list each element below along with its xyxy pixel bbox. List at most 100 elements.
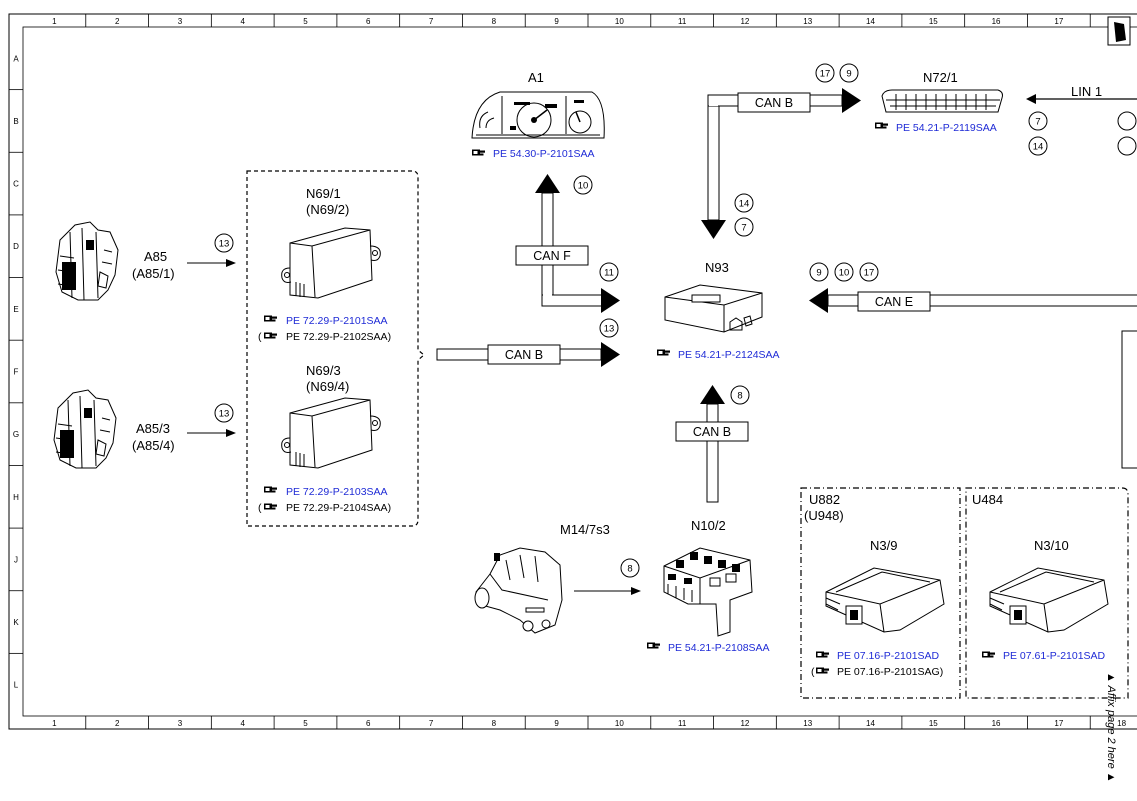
u484-group-box [965,487,1129,699]
can-b-bottom-arrowhead [700,385,725,404]
svg-text:7: 7 [1035,117,1040,128]
a1-label: A1 [528,70,544,85]
n69-3-ref-link[interactable]: PE 72.29-P-2103SAA [286,486,388,498]
can-b-left-arrowhead [601,342,620,367]
n93-ref-icon [657,349,670,356]
grid-column-label: 11 [678,17,687,26]
a85-3-switch-drawing [53,389,117,469]
n3-9-ref-icon [816,651,829,658]
svg-text:17: 17 [820,69,831,80]
n10-2-ref-link[interactable]: PE 54.21-P-2108SAA [668,642,770,654]
m14-label: M14/7s3 [560,522,610,537]
grid-column-label: 1 [52,719,57,728]
affix-page-note: ▲ Affix page 2 here ▲ [1105,672,1117,783]
n3-10-label: N3/10 [1034,538,1069,553]
grid-column-label: 8 [492,17,497,26]
a1-instrument-cluster-drawing [471,91,605,139]
grid-column-label: 6 [366,719,371,728]
n93-module-drawing [664,284,763,333]
wire-can-e-17-marker: 17 [859,262,879,282]
svg-text:13: 13 [604,324,615,335]
wire-8-m14-marker: 8 [620,558,640,578]
grid-column-label: 9 [554,719,559,728]
frame-border [8,13,1137,730]
offpage-marker-b [1117,136,1137,156]
grid-column-label: 12 [740,17,749,26]
n93-ref-link[interactable]: PE 54.21-P-2124SAA [678,349,780,361]
grid-column-label: 2 [115,17,120,26]
can-e-arrowhead [809,288,828,313]
n69-3-module-drawing [281,397,381,469]
can-b-top-label: CAN B [755,96,793,110]
svg-text:14: 14 [1033,142,1044,153]
grid-column-label: 17 [1054,17,1063,26]
wire-lin-14-marker: 14 [1028,136,1048,156]
n69-4-ref-icon [264,503,277,510]
wire-17-top-marker: 17 [815,63,835,83]
grid-column-label: 3 [178,719,183,728]
wire-a85-3-marker: 13 [214,403,234,423]
grid-column-label: 14 [866,17,875,26]
n69-3-alt-label: (N69/4) [306,379,349,394]
n72-1-ref-link[interactable]: PE 54.21-P-2119SAA [896,122,997,134]
a85-3-alt-label: (A85/4) [132,438,175,453]
grid-row-label: D [13,242,19,251]
n72-1-label: N72/1 [923,70,958,85]
can-b-down-arrowhead [701,220,726,239]
grid-column-label: 16 [992,17,1001,26]
grid-ticks [9,14,1091,729]
grid-column-label: 12 [740,719,749,728]
n69-3-ref-alt[interactable]: PE 72.29-P-2104SAA) [286,502,391,514]
wire-can-e-10-marker: 10 [834,262,854,282]
can-b-bottom-label: CAN B [693,425,731,439]
n69-1-label: N69/1 [306,186,341,201]
grid-column-label: 6 [366,17,371,26]
grid-row-label: L [14,681,19,690]
grid-row-label: J [14,555,18,564]
lin1-label: LIN 1 [1071,84,1102,99]
n69-3-ref-alt-paren: ( [258,502,262,514]
grid-column-label: 18 [1117,719,1126,728]
grid-column-label: 9 [554,17,559,26]
n69-1-ref-alt[interactable]: PE 72.29-P-2102SAA) [286,331,391,343]
offpage-marker-a [1117,111,1137,131]
a85-label: A85 [144,249,167,264]
n72-1-ref-icon [875,122,888,129]
wire-9-top-marker: 9 [839,63,859,83]
u882-group-box [800,487,961,699]
svg-text:17: 17 [864,268,875,279]
n10-2-fuse-relay-drawing [663,547,753,637]
n69-1-alt-label: (N69/2) [306,202,349,217]
n3-9-ecu-drawing [825,567,945,633]
can-b-bottom-tag [675,421,749,442]
n3-9-ref-link[interactable]: PE 07.16-P-2101SAD [837,650,940,662]
grid-row-label: B [13,117,18,126]
can-b-left-label: CAN B [505,348,543,362]
svg-text:8: 8 [737,391,742,402]
a85-switch-drawing [55,221,119,301]
a1-ref-link[interactable]: PE 54.30-P-2101SAA [493,148,595,160]
grid-column-label: 4 [240,719,245,728]
can-f-tag [515,245,589,266]
n3-10-ref-link[interactable]: PE 07.61-P-2101SAD [1003,650,1106,662]
n69-3-ref-icon [264,486,277,493]
wire-13-marker: 13 [599,318,619,338]
wire-14-down-marker: 14 [734,193,754,213]
grid-row-label: A [13,54,19,63]
wire-can-e-9-marker: 9 [809,262,829,282]
a85-3-label: A85/3 [136,421,170,436]
svg-text:13: 13 [219,409,230,420]
a85-alt-label: (A85/1) [132,266,175,281]
grid-column-label: 4 [240,17,245,26]
svg-text:13: 13 [219,239,230,250]
n3-9-ref-alt[interactable]: PE 07.16-P-2101SAG) [837,666,943,678]
n69-1-ref-link[interactable]: PE 72.29-P-2101SAA [286,315,388,327]
svg-text:14: 14 [739,199,750,210]
svg-text:11: 11 [604,268,614,279]
n93-label: N93 [705,260,729,275]
n10-2-label: N10/2 [691,518,726,533]
